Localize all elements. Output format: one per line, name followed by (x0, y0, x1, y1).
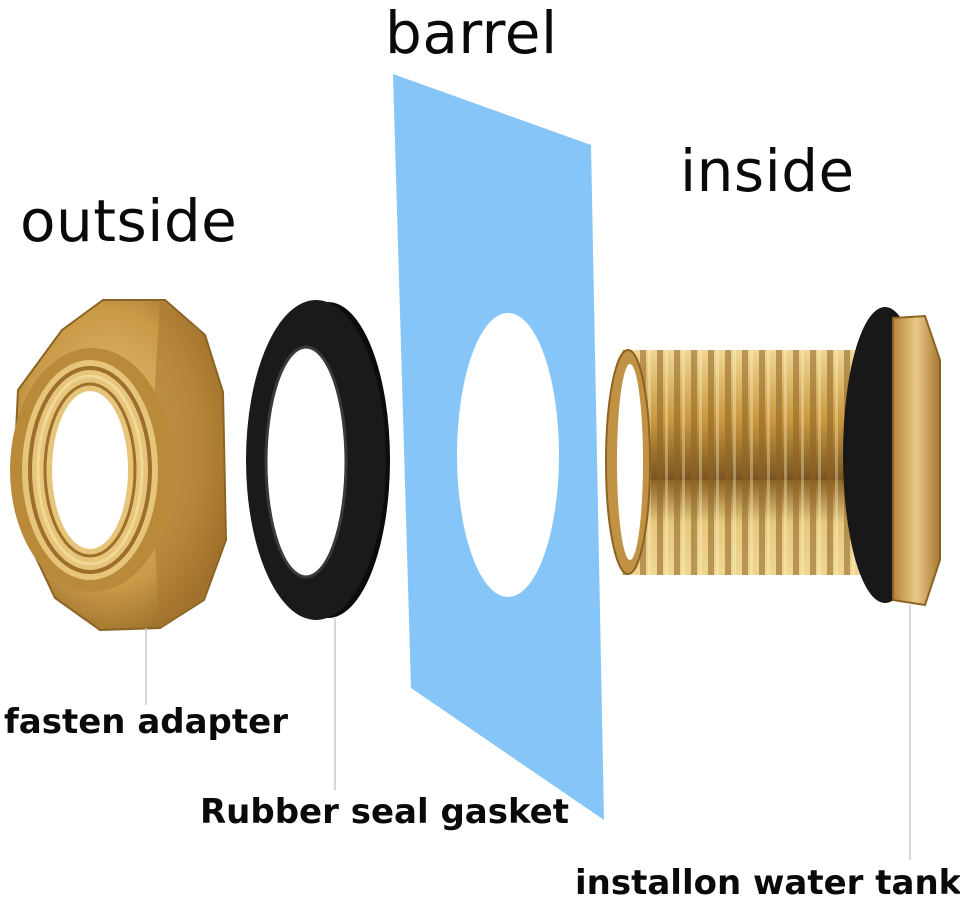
fitting-flange-hex (893, 316, 940, 605)
label-barrel: barrel (385, 4, 558, 62)
tank-fitting (606, 307, 940, 605)
barrel-hole (457, 313, 559, 597)
label-rubber-seal-gasket: Rubber seal gasket (200, 795, 569, 829)
label-fasten-adapter: fasten adapter (4, 705, 288, 739)
fasten-adapter (10, 300, 226, 630)
label-install-water-tank: installon water tank (575, 866, 960, 900)
rubber-seal-gasket (246, 300, 390, 620)
label-outside: outside (20, 192, 237, 250)
barrel-panel (393, 74, 604, 820)
fitting-thread-body (622, 350, 877, 575)
fasten-adapter-bore (52, 391, 128, 549)
label-inside: inside (680, 142, 855, 200)
